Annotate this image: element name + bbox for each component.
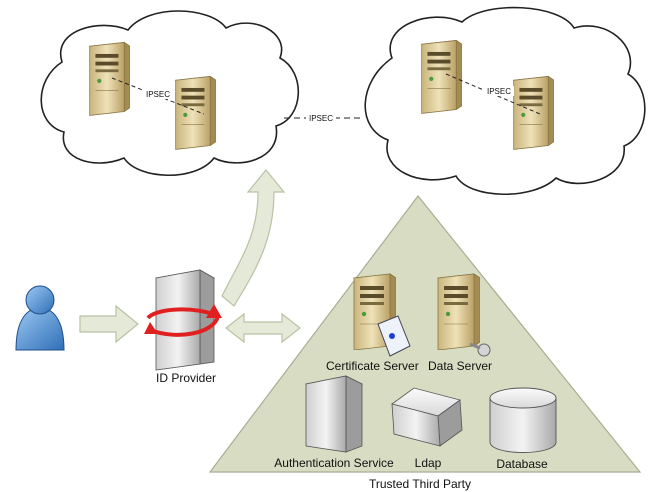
certificate-server-label: Certificate Server	[326, 359, 419, 373]
cloud-right-icon	[364, 6, 646, 196]
ipsec-label-right: IPSEC	[487, 87, 511, 96]
server-icon	[421, 39, 462, 114]
database-cylinder-icon	[489, 387, 557, 453]
authentication-service-label: Authentication Service	[274, 456, 394, 470]
key-icon	[469, 342, 491, 357]
arrow-icon	[79, 304, 139, 344]
ipsec-label-middle: IPSEC	[309, 114, 333, 123]
ldap-label: Ldap	[415, 456, 442, 470]
server-icon	[175, 75, 216, 150]
server-icon	[513, 75, 554, 150]
data-server-label: Data Server	[428, 359, 492, 373]
trusted-third-party-label: Trusted Third Party	[369, 477, 471, 491]
arrow-icon	[221, 169, 286, 307]
ipsec-label-left: IPSEC	[146, 90, 170, 99]
database-label: Database	[496, 457, 548, 471]
user-icon	[15, 285, 65, 351]
id-provider-label: ID Provider	[156, 371, 216, 385]
data-server-icon	[437, 273, 480, 350]
server-icon	[89, 41, 130, 116]
certificate-icon	[377, 315, 411, 357]
double-arrow-icon	[225, 312, 301, 344]
id-provider-server-icon	[144, 269, 222, 371]
ldap-box-icon	[391, 387, 463, 447]
authentication-service-icon	[304, 375, 364, 453]
